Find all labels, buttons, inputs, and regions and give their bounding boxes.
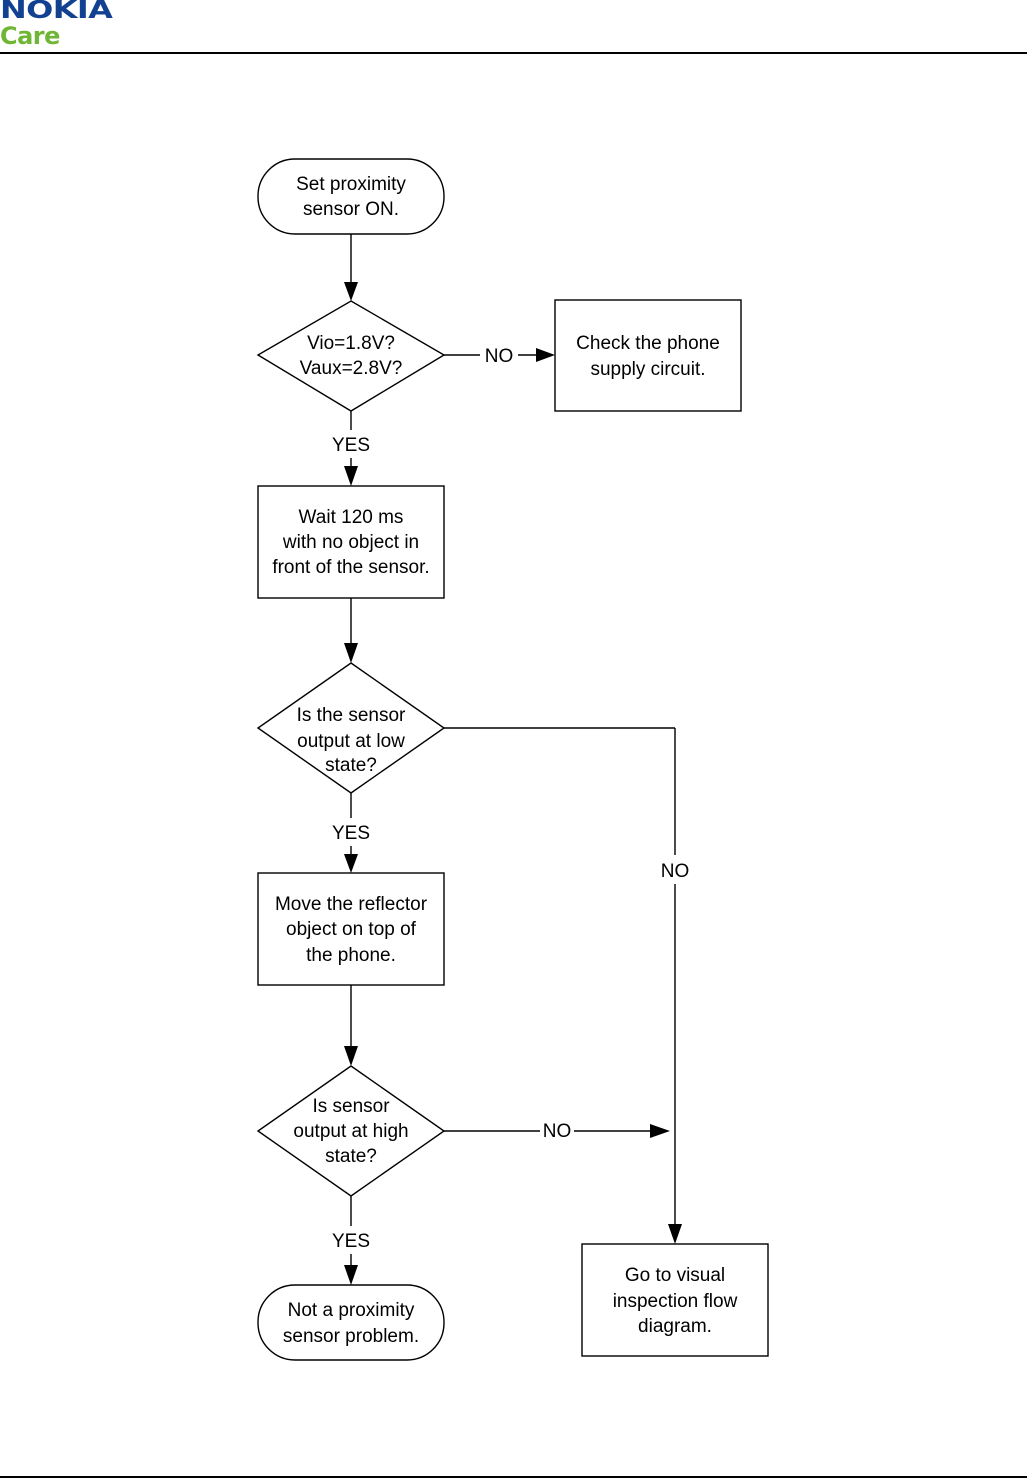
check-supply-box: [554, 299, 742, 412]
visual-line-2: inspection flow: [613, 1291, 738, 1312]
label-low-no: NO: [661, 861, 690, 882]
move-line-2: object on top of: [286, 919, 417, 940]
high-line-3: state?: [325, 1146, 377, 1167]
wait-step-box: [257, 485, 445, 599]
end-node: Not a proximity sensor problem.: [257, 1284, 445, 1361]
wait-line-1: Wait 120 ms: [299, 507, 404, 528]
low-line-1: Is the sensor: [297, 705, 406, 726]
low-line-2: output at low: [297, 731, 405, 752]
high-state-decision-node: Is sensor output at high state?: [256, 1065, 446, 1197]
low-state-decision-node: Is the sensor output at low state?: [256, 662, 446, 794]
label-voltage-no: NO: [485, 346, 514, 367]
move-reflector-box: [257, 872, 445, 986]
check-supply-line-2: supply circuit.: [590, 359, 705, 380]
check-supply-node: Check the phone supply circuit.: [554, 299, 742, 412]
start-node: Set proximity sensor ON.: [257, 158, 445, 235]
end-line-2: sensor problem.: [283, 1326, 419, 1347]
arrowhead-high-no: [650, 1124, 670, 1138]
start-line-2: sensor ON.: [303, 199, 399, 220]
start-terminal: [257, 158, 445, 235]
move-line-3: the phone.: [306, 945, 396, 966]
visual-inspection-box: [581, 1243, 769, 1357]
arrowhead-visual: [668, 1224, 682, 1244]
label-high-yes: YES: [332, 1231, 370, 1252]
arrowhead-move: [344, 854, 358, 873]
arrowhead-low: [344, 643, 358, 663]
arrowhead-high: [344, 1046, 358, 1066]
footer-divider: [0, 1476, 1027, 1478]
nokia-care-logo: NOKIA Care: [0, 0, 140, 52]
voltage-line-2: Vaux=2.8V?: [300, 358, 403, 379]
check-supply-line-1: Check the phone: [576, 333, 720, 354]
header-divider: [0, 52, 1027, 54]
arrowhead-voltage: [344, 282, 358, 301]
move-line-1: Move the reflector: [275, 894, 428, 915]
high-state-decision-diamond: [256, 1065, 446, 1197]
connectors: [344, 234, 682, 1285]
wait-line-3: front of the sensor.: [272, 557, 429, 578]
arrowhead-wait: [344, 466, 358, 486]
voltage-line-1: Vio=1.8V?: [307, 333, 395, 354]
visual-line-1: Go to visual: [625, 1265, 725, 1286]
low-line-3: state?: [325, 755, 377, 776]
logo-care-text: Care: [0, 22, 60, 50]
label-voltage-yes: YES: [332, 435, 370, 456]
label-high-no: NO: [543, 1121, 572, 1142]
end-terminal: [257, 1284, 445, 1361]
logo-nokia-text: NOKIA: [0, 0, 113, 24]
visual-inspection-node: Go to visual inspection flow diagram.: [581, 1243, 769, 1357]
label-low-yes: YES: [332, 823, 370, 844]
low-state-decision-diamond: [256, 662, 446, 794]
arrowhead-check-supply: [536, 348, 555, 362]
voltage-decision-node: Vio=1.8V? Vaux=2.8V?: [256, 300, 446, 412]
move-reflector-node: Move the reflector object on top of the …: [257, 872, 445, 986]
visual-line-3: diagram.: [638, 1316, 712, 1337]
high-line-1: Is sensor: [312, 1096, 390, 1117]
end-line-1: Not a proximity: [288, 1300, 415, 1321]
voltage-decision-diamond: [256, 300, 446, 412]
arrowhead-end: [344, 1265, 358, 1285]
start-line-1: Set proximity: [296, 174, 406, 195]
high-line-2: output at high: [293, 1121, 408, 1142]
edge-labels: NO YES YES NO NO YES: [332, 346, 689, 1252]
wait-step-node: Wait 120 ms with no object in front of t…: [257, 485, 445, 599]
wait-line-2: with no object in: [282, 532, 419, 553]
